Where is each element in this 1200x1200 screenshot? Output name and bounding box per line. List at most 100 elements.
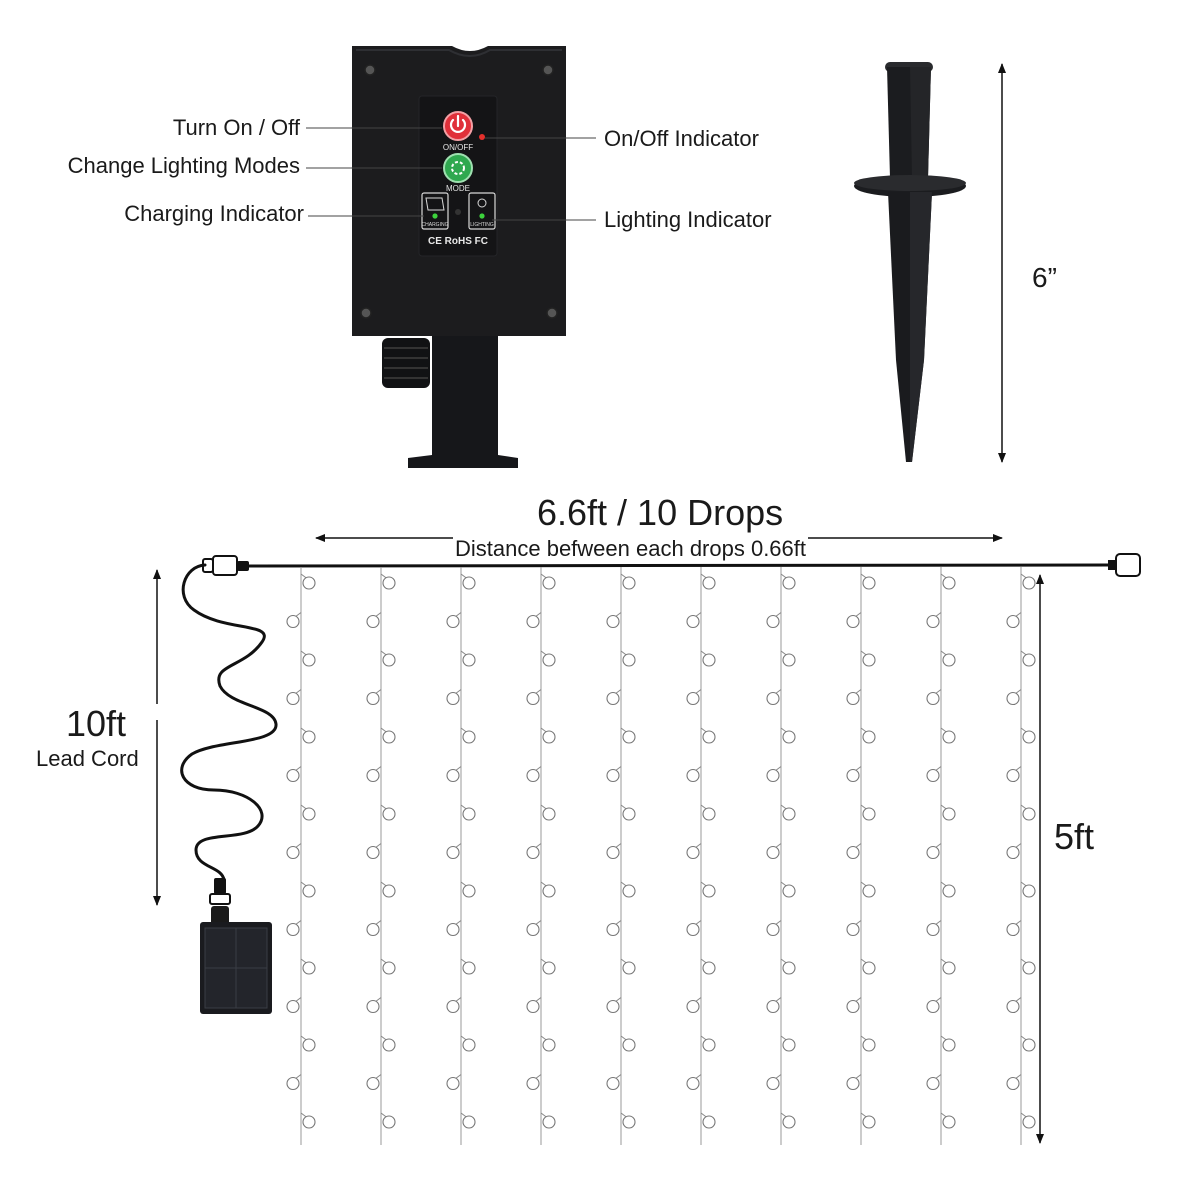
bulb-icon <box>1006 843 1022 860</box>
bulb-icon <box>300 1035 316 1052</box>
bulb-icon <box>380 804 396 821</box>
bulb-icon <box>540 1112 556 1129</box>
bulb-icon <box>380 1035 396 1052</box>
solar-panel-icon <box>425 197 445 211</box>
bulb-icon <box>700 573 716 590</box>
bulb-icon <box>686 843 702 860</box>
bulb-icon <box>846 843 862 860</box>
onoff-indicator-led <box>479 134 485 140</box>
bulb-icon <box>446 766 462 783</box>
bulb-icon <box>620 804 636 821</box>
bulb-icon <box>286 843 302 860</box>
screw-icon <box>360 307 372 319</box>
bulb-icon <box>846 612 862 629</box>
bulb-icon <box>780 1035 796 1052</box>
bulb-icon <box>686 997 702 1014</box>
bulb-icon <box>846 766 862 783</box>
bulb-icon <box>860 881 876 898</box>
bulb-icon <box>366 920 382 937</box>
bulb-icon <box>620 650 636 667</box>
bulb-icon <box>300 573 316 590</box>
bulb-icon <box>1020 804 1036 821</box>
bulb-icon <box>526 689 542 706</box>
mode-button[interactable] <box>443 153 473 183</box>
screw-icon <box>542 64 554 76</box>
wire-end-cap <box>1108 553 1141 577</box>
bulb-icon <box>860 1112 876 1129</box>
certification-marks: CE RoHS FC <box>428 236 488 247</box>
top-wire <box>247 563 1113 568</box>
bulb-icon <box>1020 727 1036 744</box>
bulb-icon <box>380 573 396 590</box>
bulb-icon <box>286 1074 302 1091</box>
bulb-icon <box>686 766 702 783</box>
bulb-icon <box>380 881 396 898</box>
screw-icon <box>546 307 558 319</box>
bulb-icon <box>766 997 782 1014</box>
bulb-icon <box>766 843 782 860</box>
bulb-icon <box>940 1035 956 1052</box>
wire-connector <box>202 555 249 576</box>
solar-controller: ON/OFF MODE CHARGING LIGHTING CE RoHS FC <box>306 46 596 468</box>
bulb-icon <box>300 1112 316 1129</box>
bulb-icon <box>686 612 702 629</box>
bulb-icon <box>380 1112 396 1129</box>
callout-onoff-indicator: On/Off Indicator <box>604 126 759 151</box>
bulb-icon <box>780 573 796 590</box>
callout-charging-indicator: Charging Indicator <box>124 201 304 226</box>
bulb-icon <box>446 843 462 860</box>
bulb-icon <box>700 1035 716 1052</box>
bulb-icon <box>620 1112 636 1129</box>
bulb-icon <box>606 843 622 860</box>
bulb-icon <box>846 997 862 1014</box>
bulb-icon <box>526 997 542 1014</box>
bulb-icon <box>300 727 316 744</box>
bulb-icon <box>940 804 956 821</box>
bulb-icon <box>380 727 396 744</box>
bulb-icon <box>846 920 862 937</box>
bulb-icon <box>460 1112 476 1129</box>
bulb-icon <box>926 1074 942 1091</box>
bulb-icon <box>446 1074 462 1091</box>
bulb-icon <box>620 727 636 744</box>
curtain-width-label: 6.6ft / 10 Drops <box>537 492 784 533</box>
bulb-icon <box>860 727 876 744</box>
bulb-icon <box>286 997 302 1014</box>
bulb-icon <box>766 612 782 629</box>
power-button[interactable] <box>443 111 473 141</box>
bulb-icon <box>766 766 782 783</box>
callout-turn-on-off: Turn On / Off <box>172 115 300 140</box>
bulb-icon <box>446 920 462 937</box>
bulb-icon <box>1020 958 1036 975</box>
bulb-icon <box>540 573 556 590</box>
bulb-icon <box>286 766 302 783</box>
bulb-icon <box>1006 612 1022 629</box>
bulb-icon <box>940 727 956 744</box>
charging-led <box>432 213 438 219</box>
bulb-icon <box>860 804 876 821</box>
bulb-icon <box>1006 766 1022 783</box>
gear-icon <box>451 161 465 175</box>
light-sensor <box>455 209 461 215</box>
bulb-icon <box>380 958 396 975</box>
bulb-icon <box>1006 997 1022 1014</box>
bulb-icon <box>620 881 636 898</box>
lighting-indicator: LIGHTING <box>468 192 496 230</box>
bulb-icon <box>460 727 476 744</box>
bulb-icon <box>686 920 702 937</box>
bulb-icon <box>860 1035 876 1052</box>
bulb-icon <box>606 612 622 629</box>
bulb-icon <box>446 997 462 1014</box>
bulb-icon <box>540 958 556 975</box>
lighting-led <box>479 213 485 219</box>
bulb-icon <box>606 920 622 937</box>
bulb-icon <box>700 881 716 898</box>
bulb-icon <box>540 727 556 744</box>
bulb-icon <box>926 920 942 937</box>
curtain-height-label: 5ft <box>1054 816 1095 857</box>
bulb-icon <box>1020 881 1036 898</box>
callout-change-modes: Change Lighting Modes <box>67 153 300 178</box>
solar-panel <box>200 878 272 1014</box>
lead-length-label: 10ft <box>66 703 127 744</box>
